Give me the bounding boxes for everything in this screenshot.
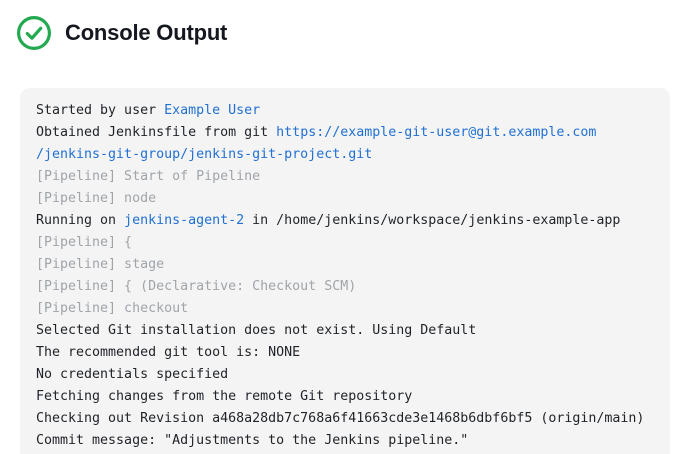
console-line: [Pipeline] {: [36, 232, 654, 254]
console-muted-text: [Pipeline] {: [36, 235, 133, 250]
console-text: Checking out Revision a468a28db7c768a6f4…: [36, 411, 645, 426]
console-line: [Pipeline] { (Declarative: Checkout SCM): [36, 276, 654, 298]
console-line: [Pipeline] Start of Pipeline: [36, 166, 654, 188]
page-header: Console Output: [0, 0, 686, 52]
console-text: Selected Git installation does not exist…: [36, 323, 477, 338]
console-line: [Pipeline] checkout: [36, 298, 654, 320]
console-line: [Pipeline] node: [36, 188, 654, 210]
console-line: No credentials specified: [36, 364, 654, 386]
console-muted-text: [Pipeline] Start of Pipeline: [36, 169, 261, 184]
console-line: [Pipeline] stage: [36, 254, 654, 276]
success-check-icon: [17, 16, 51, 50]
console-line: Fetching changes from the remote Git rep…: [36, 386, 654, 408]
console-text: Obtained Jenkinsfile from git: [36, 125, 277, 140]
console-link[interactable]: Example User: [164, 103, 261, 118]
console-muted-text: [Pipeline] stage: [36, 257, 165, 272]
console-line: Started by user Example User: [36, 100, 654, 122]
console-link[interactable]: /jenkins-git-group/jenkins-git-project.g…: [36, 147, 373, 162]
console-muted-text: [Pipeline] node: [36, 191, 157, 206]
console-line: Checking out Revision a468a28db7c768a6f4…: [36, 408, 654, 430]
console-text: Started by user: [36, 103, 165, 118]
console-text: The recommended git tool is: NONE: [36, 345, 301, 360]
console-line: Obtained Jenkinsfile from git https://ex…: [36, 122, 654, 144]
console-text: Running on: [36, 213, 125, 228]
console-text: in /home/jenkins/workspace/jenkins-examp…: [244, 213, 621, 228]
console-muted-text: [Pipeline] checkout: [36, 301, 189, 316]
console-text: Commit message: "Adjustments to the Jenk…: [36, 433, 469, 448]
page-title: Console Output: [65, 20, 228, 45]
console-line: Running on jenkins-agent-2 in /home/jenk…: [36, 210, 654, 232]
console-line: Selected Git installation does not exist…: [36, 320, 654, 342]
console-text: No credentials specified: [36, 367, 229, 382]
console-link[interactable]: jenkins-agent-2: [124, 213, 245, 228]
console-text: Fetching changes from the remote Git rep…: [36, 389, 413, 404]
console-line: /jenkins-git-group/jenkins-git-project.g…: [36, 144, 654, 166]
console-line: The recommended git tool is: NONE: [36, 342, 654, 364]
console-muted-text: [Pipeline] { (Declarative: Checkout SCM): [36, 279, 357, 294]
console-link[interactable]: https://example-git-user@git.example.com: [276, 125, 597, 140]
console-line: Commit message: "Adjustments to the Jenk…: [36, 430, 654, 452]
